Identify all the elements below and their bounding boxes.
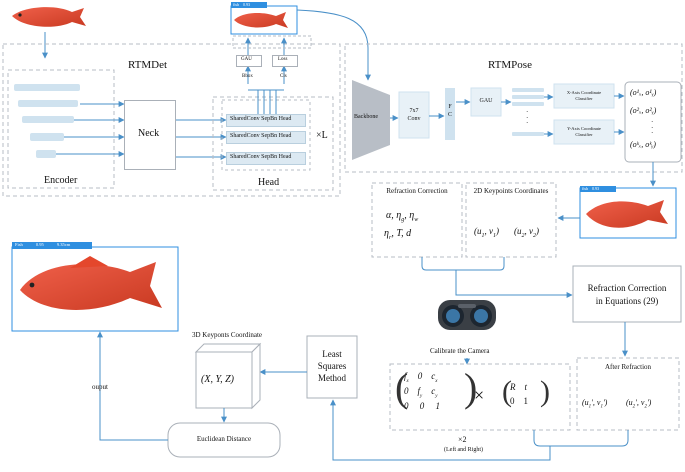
result-badge-label: Fish	[15, 242, 23, 247]
least-squares-line2: Squares	[317, 361, 347, 372]
det-badge: fish 0.93	[231, 2, 267, 8]
keypoints2d-title: 2D Keypoints Coordinates	[473, 187, 549, 195]
output-label: ouput	[92, 383, 108, 391]
head-row-2	[226, 131, 306, 144]
least-squares-label: Least Squares Method	[307, 348, 357, 384]
head-row-3-label: SharedConv SepBn Head	[230, 154, 292, 160]
det-gau-label: GAU	[241, 57, 252, 62]
detected-fish-image	[234, 12, 288, 28]
det-gau-block	[236, 55, 262, 67]
det-badge-label: fish	[233, 2, 239, 7]
input-fish-image	[12, 7, 86, 27]
result-badge-score: 0.95	[35, 242, 44, 247]
refraction-title: Refraction Correction	[386, 187, 448, 195]
refraction-params-line2: ηr, T, d	[384, 228, 412, 241]
intrinsic-matrix: ( fx 0 cx 0 fy cy 0 0 1 )	[395, 365, 478, 412]
extrinsic-matrix: ( R t 0 1 )	[502, 375, 550, 408]
stereo-camera-icon	[438, 300, 496, 330]
keypoint-fish-image	[586, 200, 668, 228]
calibrate-label: Calibrate the Camera	[430, 347, 490, 355]
result-badge: Fish 0.95 9.35cm	[12, 242, 92, 249]
bbox-label: Bbox	[242, 74, 253, 79]
equations-line1: Refraction Correction	[587, 283, 667, 293]
pose-badge: fish 0.93	[580, 186, 616, 192]
pose-output-1: (o¹ₓ, o¹ᵧ)	[630, 88, 657, 97]
head-row-3	[226, 152, 306, 165]
cls-label: Cls	[280, 74, 287, 79]
encoder-label: Encoder	[44, 175, 78, 186]
backbone-label: Backbone	[354, 114, 378, 120]
least-squares-line1: Least	[322, 349, 342, 359]
conv-label-2: Conv	[407, 115, 421, 122]
result-badge-length: 9.35cm	[56, 242, 71, 247]
head-row-1	[226, 114, 306, 127]
encoder-layers	[14, 84, 80, 158]
keypoints3d-title: 3D Keyponts Coordinate	[192, 331, 262, 339]
head-row-2-label: SharedConv SepBn Head	[230, 133, 292, 139]
equations-box-label: Refraction Correction in Equations (29)	[573, 282, 681, 307]
det-loss-label: Loss	[278, 57, 288, 62]
keypoints2d-coord2: (u2, v2)	[514, 226, 539, 239]
keypoints3d-coord: (X, Y, Z)	[201, 374, 234, 385]
pose-badge-score: 0.93	[592, 186, 599, 191]
keypoint-3d-cube	[194, 342, 262, 410]
times-two-label: ×2	[458, 435, 467, 444]
rtmdet-title: RTMDet	[128, 59, 168, 71]
multiply-sign: ×	[474, 385, 485, 405]
det-loss-block	[272, 55, 298, 67]
x-classifier-label: X-Axis Coordinate Classifier	[554, 90, 614, 103]
after-refraction-coord2: (u2', v2')	[626, 398, 652, 410]
head-row-1-label: SharedConv SepBn Head	[230, 116, 292, 122]
refraction-params-line1: α, ηg, ηw	[386, 210, 419, 223]
pose-output-ellipsis: ···	[651, 118, 654, 138]
after-refraction-coord1: (u1', v1')	[582, 398, 608, 410]
y-classifier-2: Classifier	[575, 132, 593, 138]
fc-label-1: F	[448, 104, 452, 110]
det-badge-score: 0.93	[243, 2, 250, 7]
y-classifier-1: Y-Axis Coordinate	[567, 126, 601, 131]
pose-badge-label: fish	[582, 186, 588, 191]
head-label: Head	[258, 177, 280, 188]
y-classifier-label: Y-Axis Coordinate Classifier	[554, 126, 614, 139]
least-squares-line3: Method	[318, 373, 346, 384]
left-right-label: (Left and Right)	[444, 447, 483, 453]
fc-label-2: C	[447, 111, 452, 118]
neck-block	[124, 100, 176, 170]
head-repeat-label: ×L	[316, 130, 328, 141]
fc-label: F C	[445, 104, 455, 120]
euclidean-label: Euclidean Distance	[196, 435, 252, 443]
token-ellipsis: ···	[526, 108, 529, 128]
x-classifier-1: X-Axis Coordinate	[566, 90, 602, 95]
neck-label: Neck	[138, 128, 160, 139]
equations-line2: in Equations (29)	[595, 295, 659, 306]
conv-label: 7x7 Conv	[399, 108, 429, 124]
pose-gau-label: GAU	[479, 98, 493, 104]
result-fish-image	[20, 256, 162, 310]
pose-output-2: (o²ₓ, o²ᵧ)	[630, 106, 657, 115]
conv-label-1: 7x7	[409, 108, 419, 114]
x-classifier-2: Classifier	[575, 96, 593, 102]
pose-output-k: (oᵏₓ, oᵏᵧ)	[630, 140, 656, 149]
rtmpose-title: RTMPose	[488, 59, 532, 71]
keypoints2d-coord1: (u1, v1)	[474, 226, 499, 239]
after-refraction-title: After Refraction	[604, 363, 652, 371]
